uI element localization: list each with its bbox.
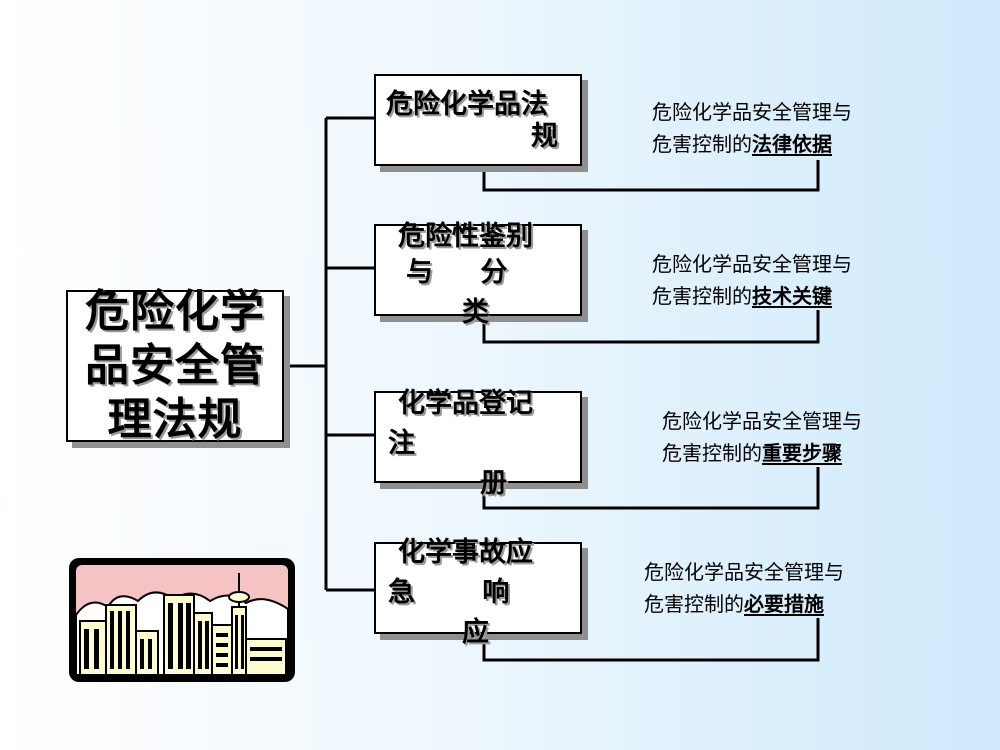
branch-label-line: 急 响 <box>388 577 510 608</box>
desc-line: 危害控制的法律依据 <box>652 128 852 160</box>
desc-prefix: 危害控制的 <box>652 132 752 156</box>
branch-description-4: 危险化学品安全管理与 危害控制的必要措施 <box>644 556 844 620</box>
desc-keyword: 法律依据 <box>752 132 832 156</box>
desc-connector-4 <box>482 618 820 662</box>
branch-label-line: 化学事故应 <box>398 537 533 568</box>
branch-node-emergency-response: 化学事故应 急 响 应 <box>374 538 582 648</box>
branch-description-1: 危险化学品安全管理与 危害控制的法律依据 <box>652 96 852 160</box>
desc-line: 危害控制的必要措施 <box>644 588 844 620</box>
desc-line: 危害控制的重要步骤 <box>662 437 862 469</box>
branch-node-regulations: 危险化学品法 规 <box>374 74 582 166</box>
desc-line: 危险化学品安全管理与 <box>644 560 844 584</box>
branch-label-line: 危险性鉴别 <box>398 221 533 252</box>
branch-label-line: 规 <box>531 121 558 152</box>
branch-label-line: 危险化学品法 <box>386 89 548 120</box>
branch-description-3: 危险化学品安全管理与 危害控制的重要步骤 <box>662 405 862 469</box>
desc-prefix: 危害控制的 <box>662 441 762 465</box>
branch-label-line: 注 <box>388 428 415 459</box>
root-label-line: 危险化学 <box>85 286 265 337</box>
desc-connector-2 <box>482 310 820 344</box>
root-label: 危险化学 品安全管 理法规 <box>85 285 265 447</box>
branch-label-line: 化学品登记 <box>398 388 533 419</box>
desc-line: 危害控制的技术关键 <box>652 280 852 312</box>
desc-line: 危险化学品安全管理与 <box>652 252 852 276</box>
branch-label-line: 册 <box>480 468 507 499</box>
desc-line: 危险化学品安全管理与 <box>662 409 862 433</box>
city-skyline-icon <box>69 558 295 682</box>
desc-prefix: 危害控制的 <box>652 284 752 308</box>
branch-label-line: 应 <box>462 617 489 648</box>
desc-keyword: 技术关键 <box>752 284 832 308</box>
branch-node-classification: 危险性鉴别 与 分 类 <box>374 221 582 328</box>
desc-prefix: 危害控制的 <box>644 592 744 616</box>
root-label-line: 品安全管 <box>85 340 265 391</box>
desc-connector-3 <box>482 467 820 510</box>
branch-node-registration: 化学品登记 注 册 <box>374 388 582 499</box>
desc-connector-1 <box>482 160 820 192</box>
desc-keyword: 重要步骤 <box>762 441 842 465</box>
branch-label-line: 类 <box>462 297 489 328</box>
branch-label-line: 与 分 <box>406 257 508 288</box>
root-label-line: 理法规 <box>107 394 243 445</box>
root-node: 危险化学 品安全管 理法规 <box>66 286 284 445</box>
desc-keyword: 必要措施 <box>744 592 824 616</box>
branch-description-2: 危险化学品安全管理与 危害控制的技术关键 <box>652 248 852 312</box>
desc-line: 危险化学品安全管理与 <box>652 100 852 124</box>
